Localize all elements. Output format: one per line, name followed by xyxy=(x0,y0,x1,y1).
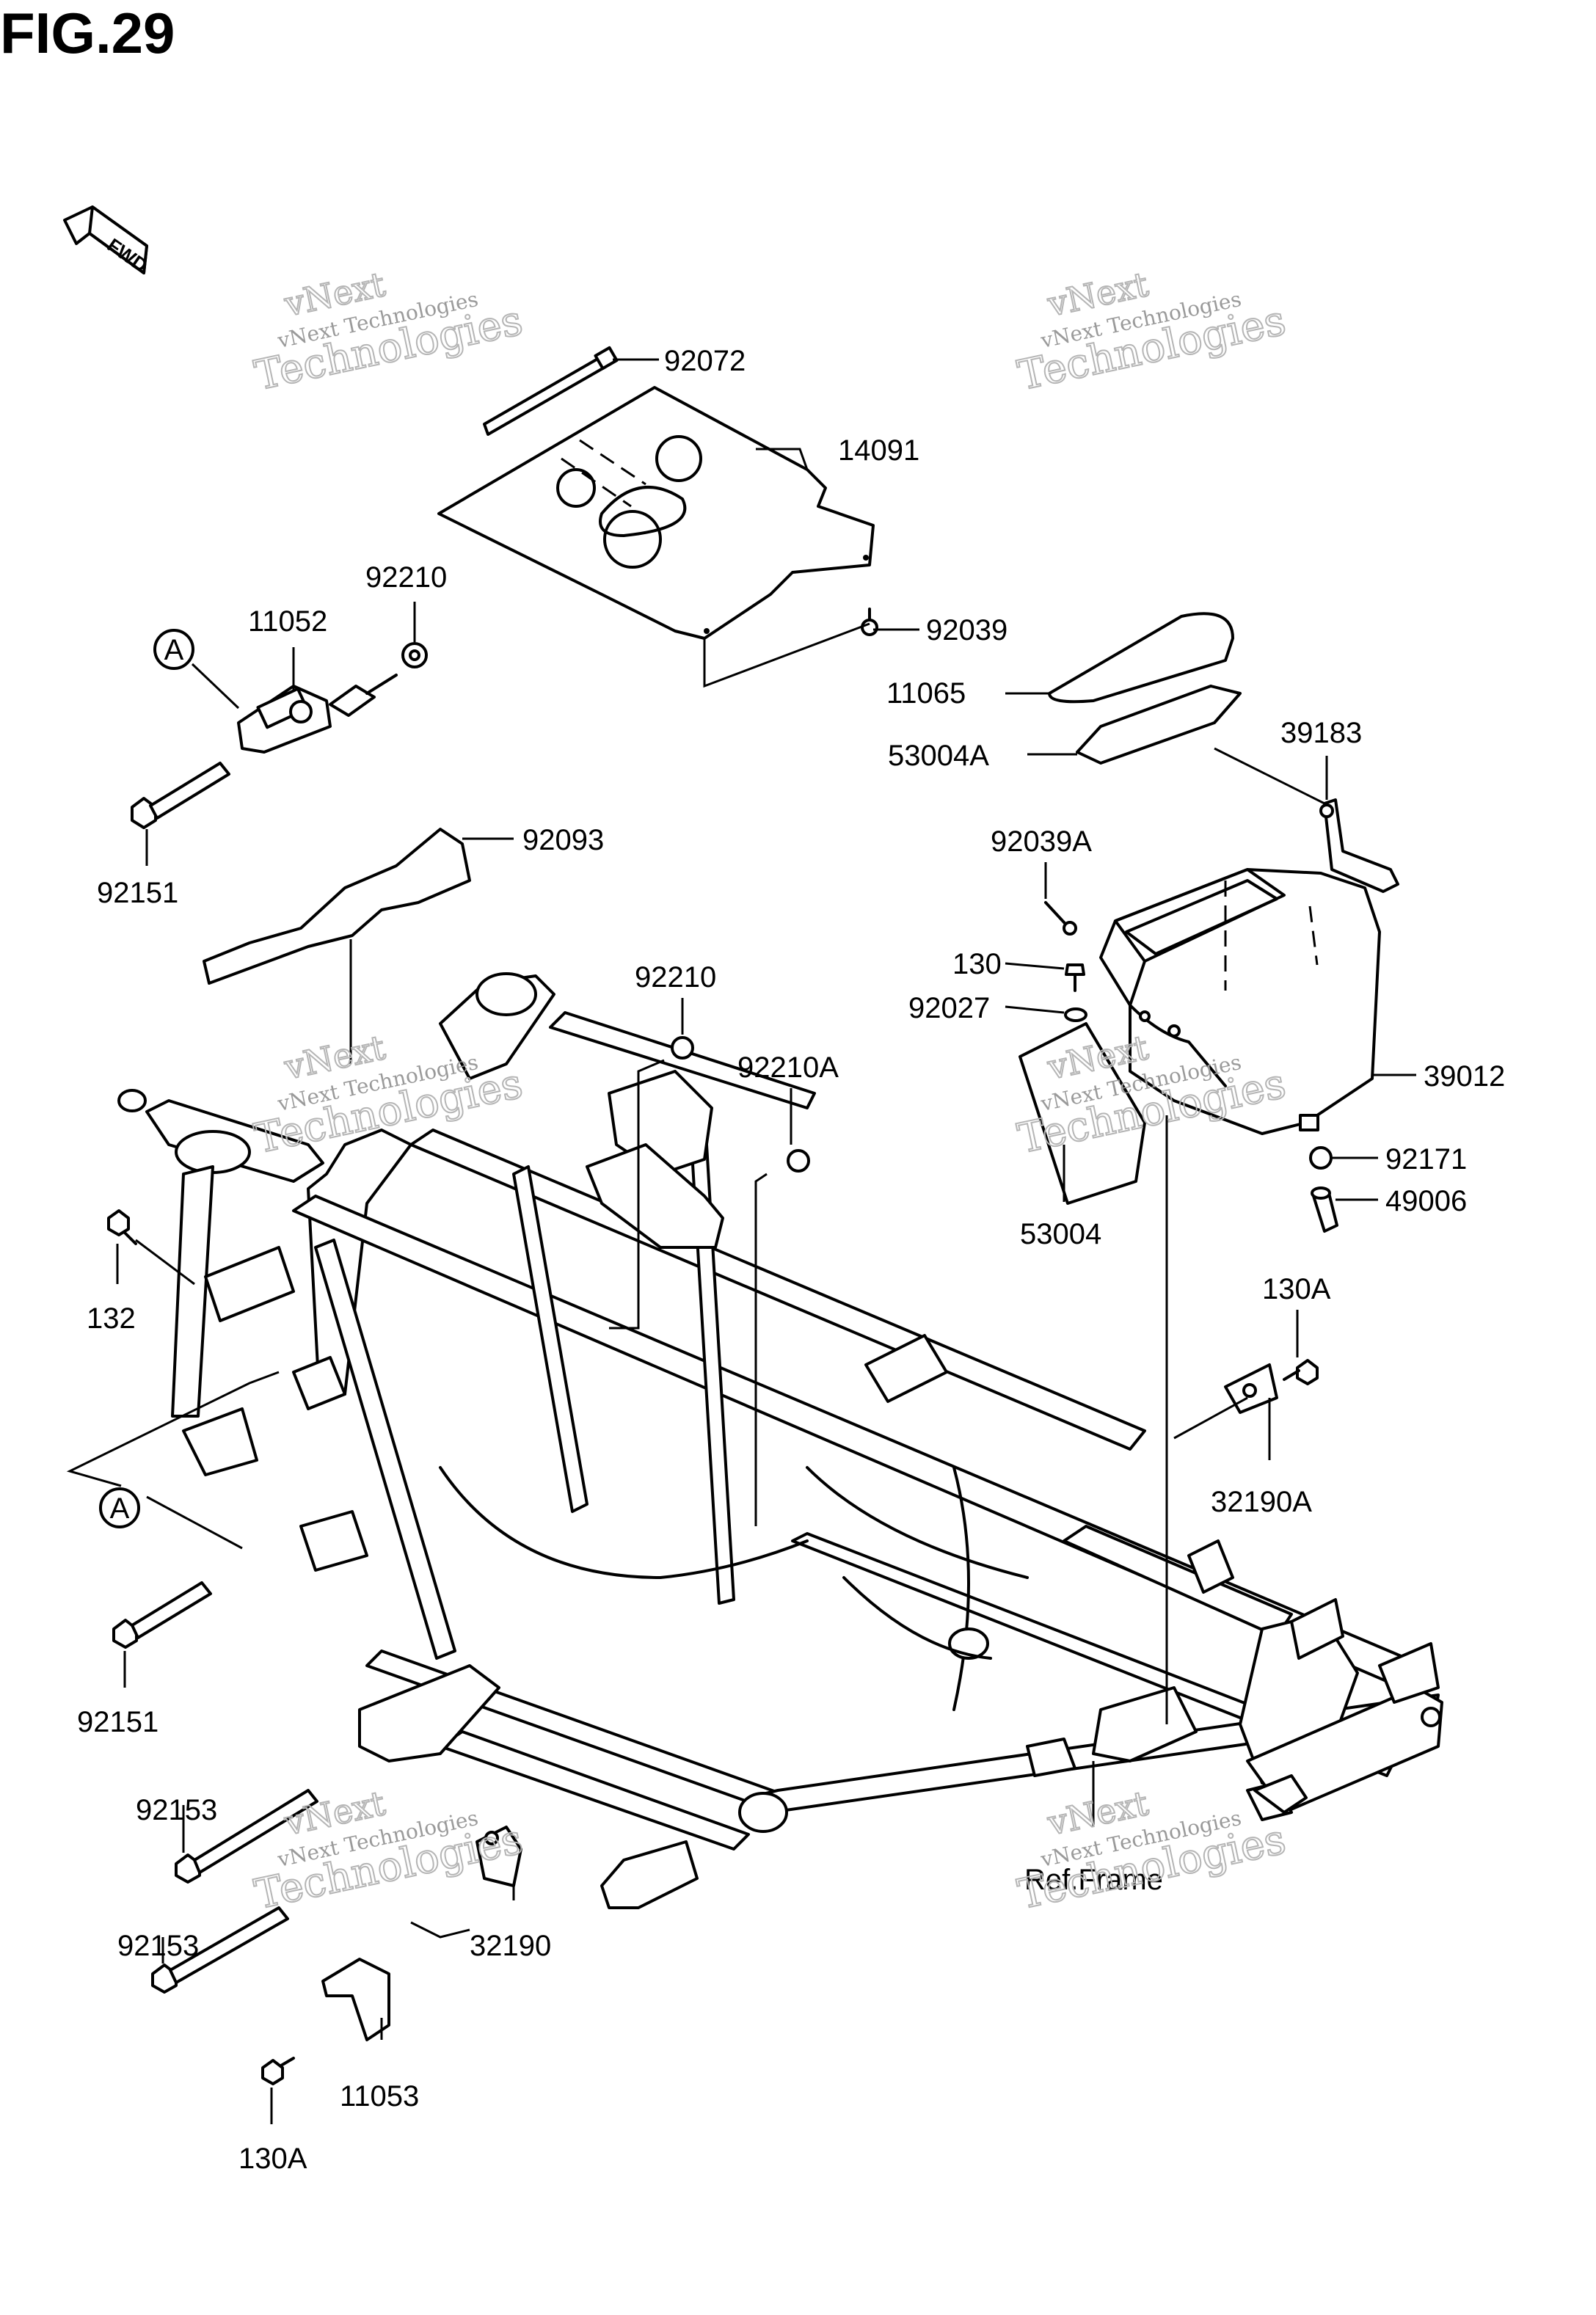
bolt-92039 xyxy=(861,608,878,636)
bracket-11053 xyxy=(321,1958,390,2041)
callout-39012: 39012 xyxy=(1424,1060,1505,1093)
bolt-130a-bottom xyxy=(261,2057,295,2085)
bolt-132 xyxy=(107,1209,137,1245)
callout-92153-top: 92153 xyxy=(136,1794,217,1826)
bolt-92151-top xyxy=(131,762,230,829)
callout-49006: 49006 xyxy=(1385,1185,1467,1217)
bolt-130a-right xyxy=(1283,1359,1319,1385)
fwd-arrow-icon: FWD xyxy=(63,205,152,277)
callout-92153-bottom: 92153 xyxy=(117,1930,199,1962)
strap-92072 xyxy=(483,346,619,436)
bracket-39183 xyxy=(1319,798,1399,893)
callout-11065: 11065 xyxy=(886,677,966,710)
main-frame xyxy=(117,972,1443,1909)
cap-49006 xyxy=(1311,1186,1338,1233)
callout-132: 132 xyxy=(87,1302,136,1335)
ref-circle-a-bottom: A xyxy=(99,1487,140,1528)
mount-92210-mid xyxy=(586,1036,810,1249)
callout-92027: 92027 xyxy=(908,992,990,1024)
clip-92171 xyxy=(1299,1114,1333,1170)
pad-92093 xyxy=(203,828,471,985)
watermark-2: vNext vNext Technologies Technologies xyxy=(1013,263,1291,401)
callout-92072: 92072 xyxy=(664,345,746,377)
ref-circle-a-top: A xyxy=(153,629,194,670)
pad-11065 xyxy=(1048,612,1234,704)
bolt-130 xyxy=(1065,963,1085,992)
callout-11053: 11053 xyxy=(340,2080,419,2112)
gasket-53004a xyxy=(1076,685,1242,765)
callout-92039a: 92039A xyxy=(991,825,1092,858)
callout-39183: 39183 xyxy=(1280,717,1362,749)
callout-92210-mid: 92210 xyxy=(635,961,716,994)
rivet-92039a xyxy=(1044,901,1077,936)
callout-130a-bottom: 130A xyxy=(238,2143,307,2175)
callout-92093: 92093 xyxy=(522,824,604,856)
callout-92151-top: 92151 xyxy=(97,877,178,909)
bolt-92153-bottom xyxy=(151,1906,289,1994)
callout-53004a: 53004A xyxy=(888,740,989,772)
callout-92210-top: 92210 xyxy=(365,561,447,594)
callout-92151-bottom: 92151 xyxy=(77,1706,158,1738)
leader-lines xyxy=(66,358,1416,2124)
watermark-1: vNext vNext Technologies Technologies xyxy=(250,263,528,401)
callout-14091: 14091 xyxy=(838,434,919,467)
ref-a-top-label: A xyxy=(164,634,184,666)
washer-92027 xyxy=(1064,1007,1087,1022)
box-39012 xyxy=(1099,868,1381,1135)
bracket-32190 xyxy=(475,1826,522,1887)
callout-92039: 92039 xyxy=(926,614,1007,646)
watermark-5: vNext vNext Technologies Technologies xyxy=(250,1782,528,1920)
callout-labels: 92072 14091 92210 11052 92039 11065 5300… xyxy=(77,345,1505,2175)
bolt-92153-top xyxy=(175,1789,318,1884)
bracket-11052 xyxy=(237,642,428,754)
callout-130a-right: 130A xyxy=(1262,1273,1331,1305)
callout-ref-frame: Ref.Frame xyxy=(1024,1864,1163,1896)
bolt-92151-bottom xyxy=(112,1581,212,1649)
figure-title: FIG.29 xyxy=(0,1,175,65)
callout-32190a: 32190A xyxy=(1211,1486,1312,1518)
callout-11052: 11052 xyxy=(248,605,327,638)
callout-32190: 32190 xyxy=(470,1930,551,1962)
callout-92210a: 92210A xyxy=(737,1051,839,1084)
label-53004 xyxy=(1019,1022,1146,1205)
callout-92171: 92171 xyxy=(1385,1143,1467,1175)
callout-53004: 53004 xyxy=(1020,1218,1101,1250)
ref-a-bottom-label: A xyxy=(110,1492,130,1525)
callout-130: 130 xyxy=(952,948,1002,980)
